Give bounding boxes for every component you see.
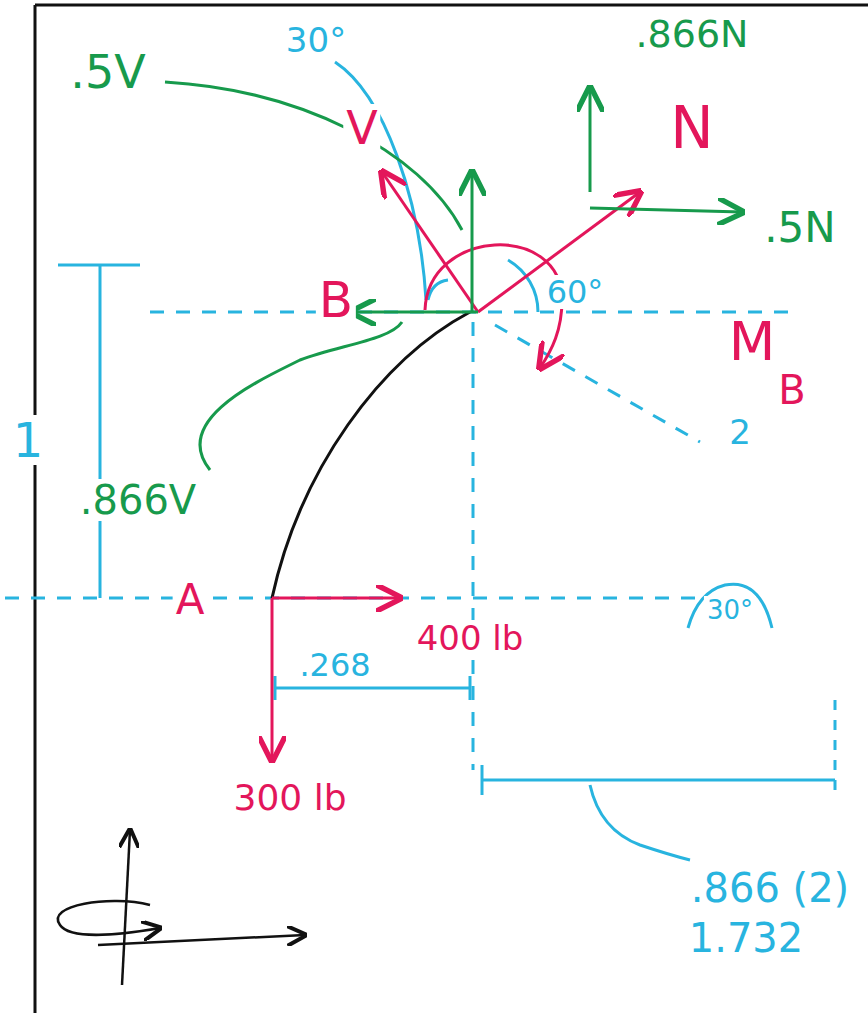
point-label: A	[173, 578, 208, 622]
component-label: .5N	[761, 206, 839, 250]
reference-line	[5, 597, 710, 600]
force-arrow	[272, 597, 400, 600]
force-arrow	[271, 598, 274, 760]
component-arrow	[352, 311, 478, 314]
angle-label: 60°	[544, 275, 607, 309]
member-curve	[272, 312, 470, 598]
frame-line	[34, 5, 37, 1013]
force-label: V	[343, 104, 380, 152]
dimension-tick	[274, 676, 277, 700]
dimension-label: 1.732	[686, 917, 807, 959]
reference-line	[472, 322, 475, 770]
dimension-line	[99, 265, 102, 598]
component-label: .866V	[77, 479, 199, 521]
component-label: .5V	[67, 48, 148, 96]
dimension-line	[275, 687, 470, 690]
moment-label: M	[726, 314, 779, 370]
force-label: N	[667, 98, 716, 158]
brace-leader	[590, 785, 690, 860]
angle-leader	[335, 62, 426, 300]
leader-line	[165, 82, 462, 230]
angle-label: 30°	[283, 22, 349, 58]
angle-marker	[688, 584, 772, 628]
moment-subscript: B	[775, 369, 808, 411]
axis-line	[122, 830, 130, 985]
length-label: 2	[726, 414, 754, 450]
dimension-tick	[58, 264, 140, 267]
dimension-tick	[469, 676, 472, 700]
force-arrow	[382, 172, 478, 312]
force-label: 400 lb	[414, 620, 527, 656]
component-arrow	[590, 208, 742, 212]
frame-line	[35, 4, 868, 7]
leader-line	[200, 322, 402, 470]
force-label: 300 lb	[230, 779, 349, 817]
force-label: B	[316, 274, 356, 326]
component-label: .866N	[632, 14, 751, 54]
component-arrow	[589, 88, 592, 192]
rotation-arrow	[58, 901, 160, 935]
reference-line	[495, 325, 700, 442]
reference-line	[150, 311, 790, 314]
dimension-line	[482, 779, 835, 782]
dimension-label: .866 (2)	[688, 867, 852, 909]
angle-label: 30°	[704, 596, 756, 624]
component-arrow	[471, 172, 474, 312]
moment-arrow	[425, 245, 562, 368]
dimension-tick	[834, 700, 837, 795]
dimension-label: 1	[10, 415, 47, 465]
dimension-label: .268	[296, 648, 373, 682]
dimension-tick	[481, 765, 484, 795]
axis-line	[98, 935, 305, 945]
